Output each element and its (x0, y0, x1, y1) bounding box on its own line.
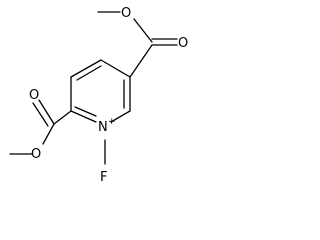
bond-carbonyl-left-ether-o (42, 123, 55, 145)
atom-label-nitrogen: N (98, 120, 108, 135)
ring-bond-c4-c3 (100, 59, 131, 78)
ring-bond-n-c6 (70, 110, 97, 123)
atom-label-right-ether-oxygen: O (121, 6, 131, 21)
ring-bond-c5-c4 (70, 59, 102, 78)
ring-bond-n-c6-inner (74, 106, 97, 117)
ring-bond-c5-c4-inner (76, 65, 102, 81)
charge-label-nitrogen: + (108, 117, 116, 127)
pyridinium-structure: N + F O O O O (9, 6, 188, 185)
bond-carbonyl-right-ether-o (133, 18, 153, 43)
bond-carbonyl-left-o-double-a (38, 99, 55, 125)
bond-c3-carbonyl-right (129, 44, 153, 78)
bond-carbonyl-left-o-double-b (32, 102, 49, 127)
atom-label-left-ether-oxygen: O (31, 147, 41, 162)
atom-label-left-carbonyl-oxygen: O (29, 88, 39, 103)
atom-label-fluorine: F (100, 170, 107, 185)
ring-bond-c2-n (110, 110, 131, 123)
bond-c5-carbonyl-left (53, 110, 72, 125)
atom-label-right-carbonyl-oxygen: O (178, 36, 188, 51)
